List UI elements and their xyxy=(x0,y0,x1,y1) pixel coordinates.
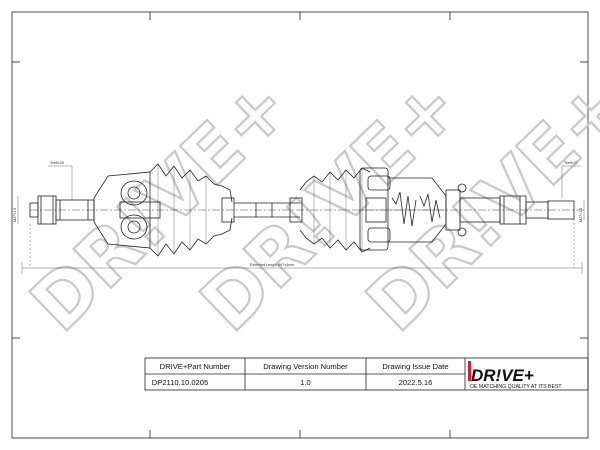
right-stub-shaft xyxy=(445,183,575,237)
brand-logo: DR!VE+ OE MATCHING QUALITY AT ITS BEST xyxy=(468,361,562,390)
version-value: 1.0 xyxy=(300,378,311,387)
part-number-value: DP2110.10.0205 xyxy=(152,378,208,387)
issue-date-value: 2022.5.16 xyxy=(399,378,433,387)
logo-accent-bar xyxy=(468,361,471,381)
left-boot xyxy=(149,163,235,257)
overall-length-label: Extended Length:897±4mm xyxy=(250,263,294,267)
left-spline-label: Teeth:28 xyxy=(50,161,64,165)
right-diameter-label: M27×1.5 xyxy=(579,208,583,222)
dimension-lines xyxy=(17,165,585,274)
logo-wordmark: DR!VE+ xyxy=(471,366,534,385)
drive-shaft xyxy=(29,163,585,257)
left-diameter-label: M27×1.5 xyxy=(13,208,17,222)
issue-date-header: Drawing Issue Date xyxy=(382,362,448,371)
part-number-header: DRIVE+Part Number xyxy=(160,362,231,371)
right-boot xyxy=(289,167,371,253)
logo-tagline: OE MATCHING QUALITY AT ITS BEST xyxy=(470,384,562,390)
watermark-group: DR!VE+ DR!VE+ DR!VE+ xyxy=(14,61,600,349)
version-header: Drawing Version Number xyxy=(263,362,348,371)
drawing-frame xyxy=(11,11,589,439)
intermediate-shaft xyxy=(234,202,300,218)
right-spline-label: Teeth:27 xyxy=(564,161,578,165)
title-block: DRIVE+Part Number Drawing Version Number… xyxy=(144,357,589,391)
dimension-labels: Teeth:28 Teeth:27 M27×1.5 M27×1.5 Extend… xyxy=(13,161,583,267)
